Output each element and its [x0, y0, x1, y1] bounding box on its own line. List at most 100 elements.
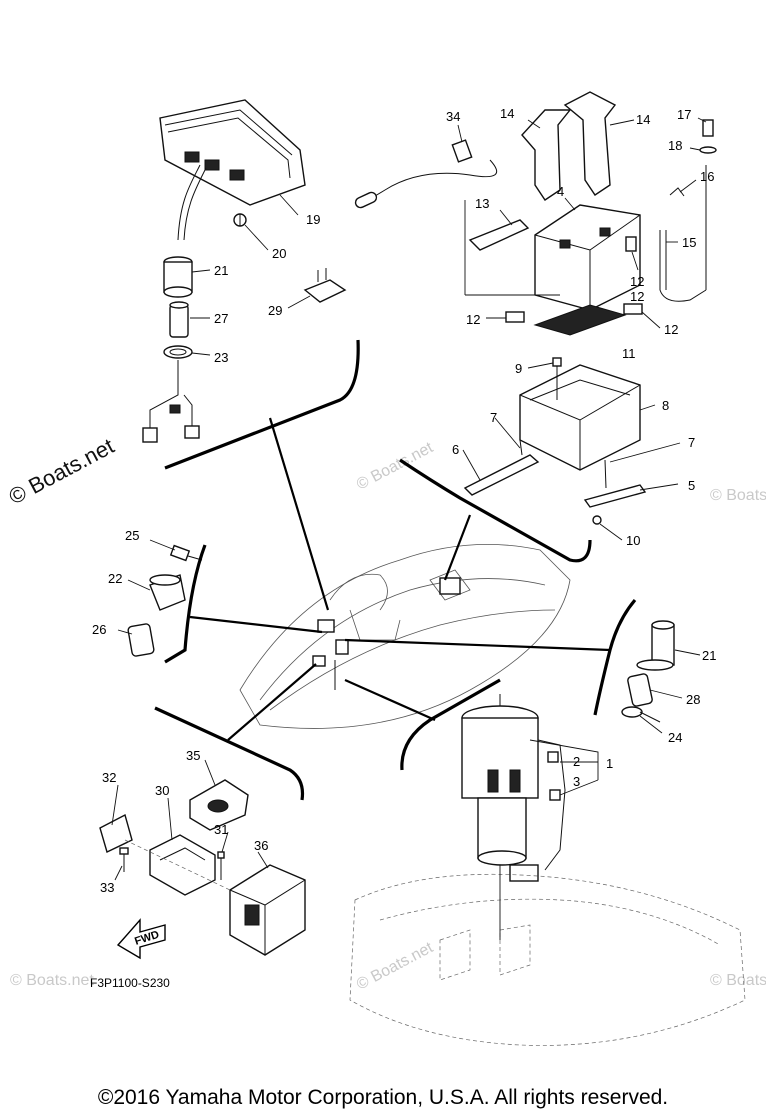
- watermark: © Boats.net: [354, 439, 436, 494]
- callout-21b: 21: [702, 648, 716, 663]
- callout-12a: 12: [466, 312, 480, 327]
- callout-18: 18: [668, 138, 682, 153]
- callout-26: 26: [92, 622, 106, 637]
- callout-9: 9: [515, 361, 522, 376]
- callout-27: 27: [214, 311, 228, 326]
- callout-14b: 14: [636, 112, 650, 127]
- clamp-23: [163, 345, 193, 359]
- callout-25: 25: [125, 528, 139, 543]
- callout-12c: 12: [664, 322, 678, 337]
- callout-8: 8: [662, 398, 669, 413]
- tube-15: [659, 165, 707, 302]
- callout-5: 5: [688, 478, 695, 493]
- stay-5: [583, 459, 647, 508]
- callout-4: 4: [557, 184, 564, 199]
- bracket-30: [149, 834, 216, 896]
- callout-19: 19: [306, 212, 320, 227]
- group-bracket-left: [164, 544, 207, 664]
- callout-36: 36: [254, 838, 268, 853]
- callout-28: 28: [686, 692, 700, 707]
- group-bracket-meter: [164, 339, 360, 470]
- callout-1: 1: [606, 756, 613, 771]
- callout-23: 23: [214, 350, 228, 365]
- group-bracket-right: [593, 598, 637, 716]
- callout-13: 13: [475, 196, 489, 211]
- group-bracket-fuel: [400, 678, 501, 771]
- bracket-29: [303, 268, 347, 303]
- ecu-box-icon: [229, 864, 306, 956]
- sleeve-26: [127, 623, 155, 657]
- callout-32: 32: [102, 770, 116, 785]
- battery-cable-34: [354, 139, 498, 209]
- callout-29: 29: [268, 303, 282, 318]
- battery-box-8: [519, 364, 641, 471]
- callout-14a: 14: [500, 106, 514, 121]
- bolt-31: [217, 851, 225, 880]
- callout-34: 34: [446, 109, 460, 124]
- copyright-notice: ©2016 Yamaha Motor Corporation, U.S.A. A…: [97, 1086, 669, 1109]
- leader-lines: [111, 117, 707, 881]
- callout-35: 35: [186, 748, 200, 763]
- watermark: © Boats.net: [710, 487, 766, 504]
- clamp-24: [621, 706, 661, 723]
- callout-3: 3: [573, 774, 580, 789]
- callout-22: 22: [108, 571, 122, 586]
- grommet-21-right: [636, 620, 675, 671]
- hull-leaders: [189, 417, 611, 741]
- callout-33: 33: [100, 880, 114, 895]
- callout-30: 30: [155, 783, 169, 798]
- callout-12b: 12: [630, 274, 644, 289]
- breather-17-18: [699, 119, 717, 154]
- battery-leader-box: [464, 200, 560, 296]
- fuel-pump-icon: [461, 694, 566, 882]
- callout-31: 31: [214, 822, 228, 837]
- callout-7a: 7: [490, 410, 497, 425]
- callout-16: 16: [700, 169, 714, 184]
- watermark: © Boats.net: [10, 972, 94, 989]
- callout-17: 17: [677, 107, 691, 122]
- grommet-21-top: [163, 256, 193, 298]
- nut-10: [592, 515, 602, 525]
- sleeve-28: [627, 673, 653, 707]
- group-bracket-battery: [399, 458, 592, 563]
- watermarks: © Boats.net © Boats.net © Boats.net © Bo…: [5, 433, 766, 993]
- callouts: 1 2 3 4 5 6 7 7 8 9 10 11 12 12 12 12 13…: [92, 106, 716, 895]
- callout-7b: 7: [688, 435, 695, 450]
- bolt-33: [119, 847, 129, 872]
- band-14: [521, 91, 617, 201]
- diagram-code: F3P1100-S230: [90, 976, 170, 990]
- stay-6: [463, 439, 540, 496]
- meter-assembly-icon: [159, 99, 306, 241]
- group-bracket-lower-left: [154, 706, 305, 801]
- battery-icon: [534, 204, 641, 311]
- callout-21a: 21: [214, 263, 228, 278]
- callout-24: 24: [668, 730, 682, 745]
- callout-11: 11: [622, 346, 636, 361]
- connector-25: [169, 544, 203, 562]
- watermark: © Boats.net: [354, 939, 436, 994]
- sleeve-27: [169, 301, 189, 338]
- remote-control-icon: [189, 779, 249, 831]
- bolt-9: [552, 357, 562, 400]
- assembly-line: [124, 839, 231, 891]
- callout-20: 20: [272, 246, 286, 261]
- plate-13: [468, 219, 530, 251]
- callout-15: 15: [682, 235, 696, 250]
- callout-10: 10: [626, 533, 640, 548]
- pad-12: [505, 236, 643, 323]
- fuel-tank-ghost: [349, 873, 746, 1046]
- callout-2: 2: [573, 754, 580, 769]
- clip-16: [669, 187, 685, 197]
- mat-11: [533, 304, 627, 336]
- harness-connector: [142, 360, 200, 443]
- watermark-main: © Boats.net: [5, 433, 119, 509]
- callout-12d: 12: [630, 289, 644, 304]
- bolt-20: [233, 213, 247, 227]
- watercraft-hull-icon: [239, 543, 571, 729]
- watermark: © Boats.net: [710, 972, 766, 989]
- fwd-arrow-icon: FWD: [116, 918, 166, 960]
- grommet-22: [149, 574, 186, 611]
- plate-32: [99, 813, 133, 853]
- callout-6: 6: [452, 442, 459, 457]
